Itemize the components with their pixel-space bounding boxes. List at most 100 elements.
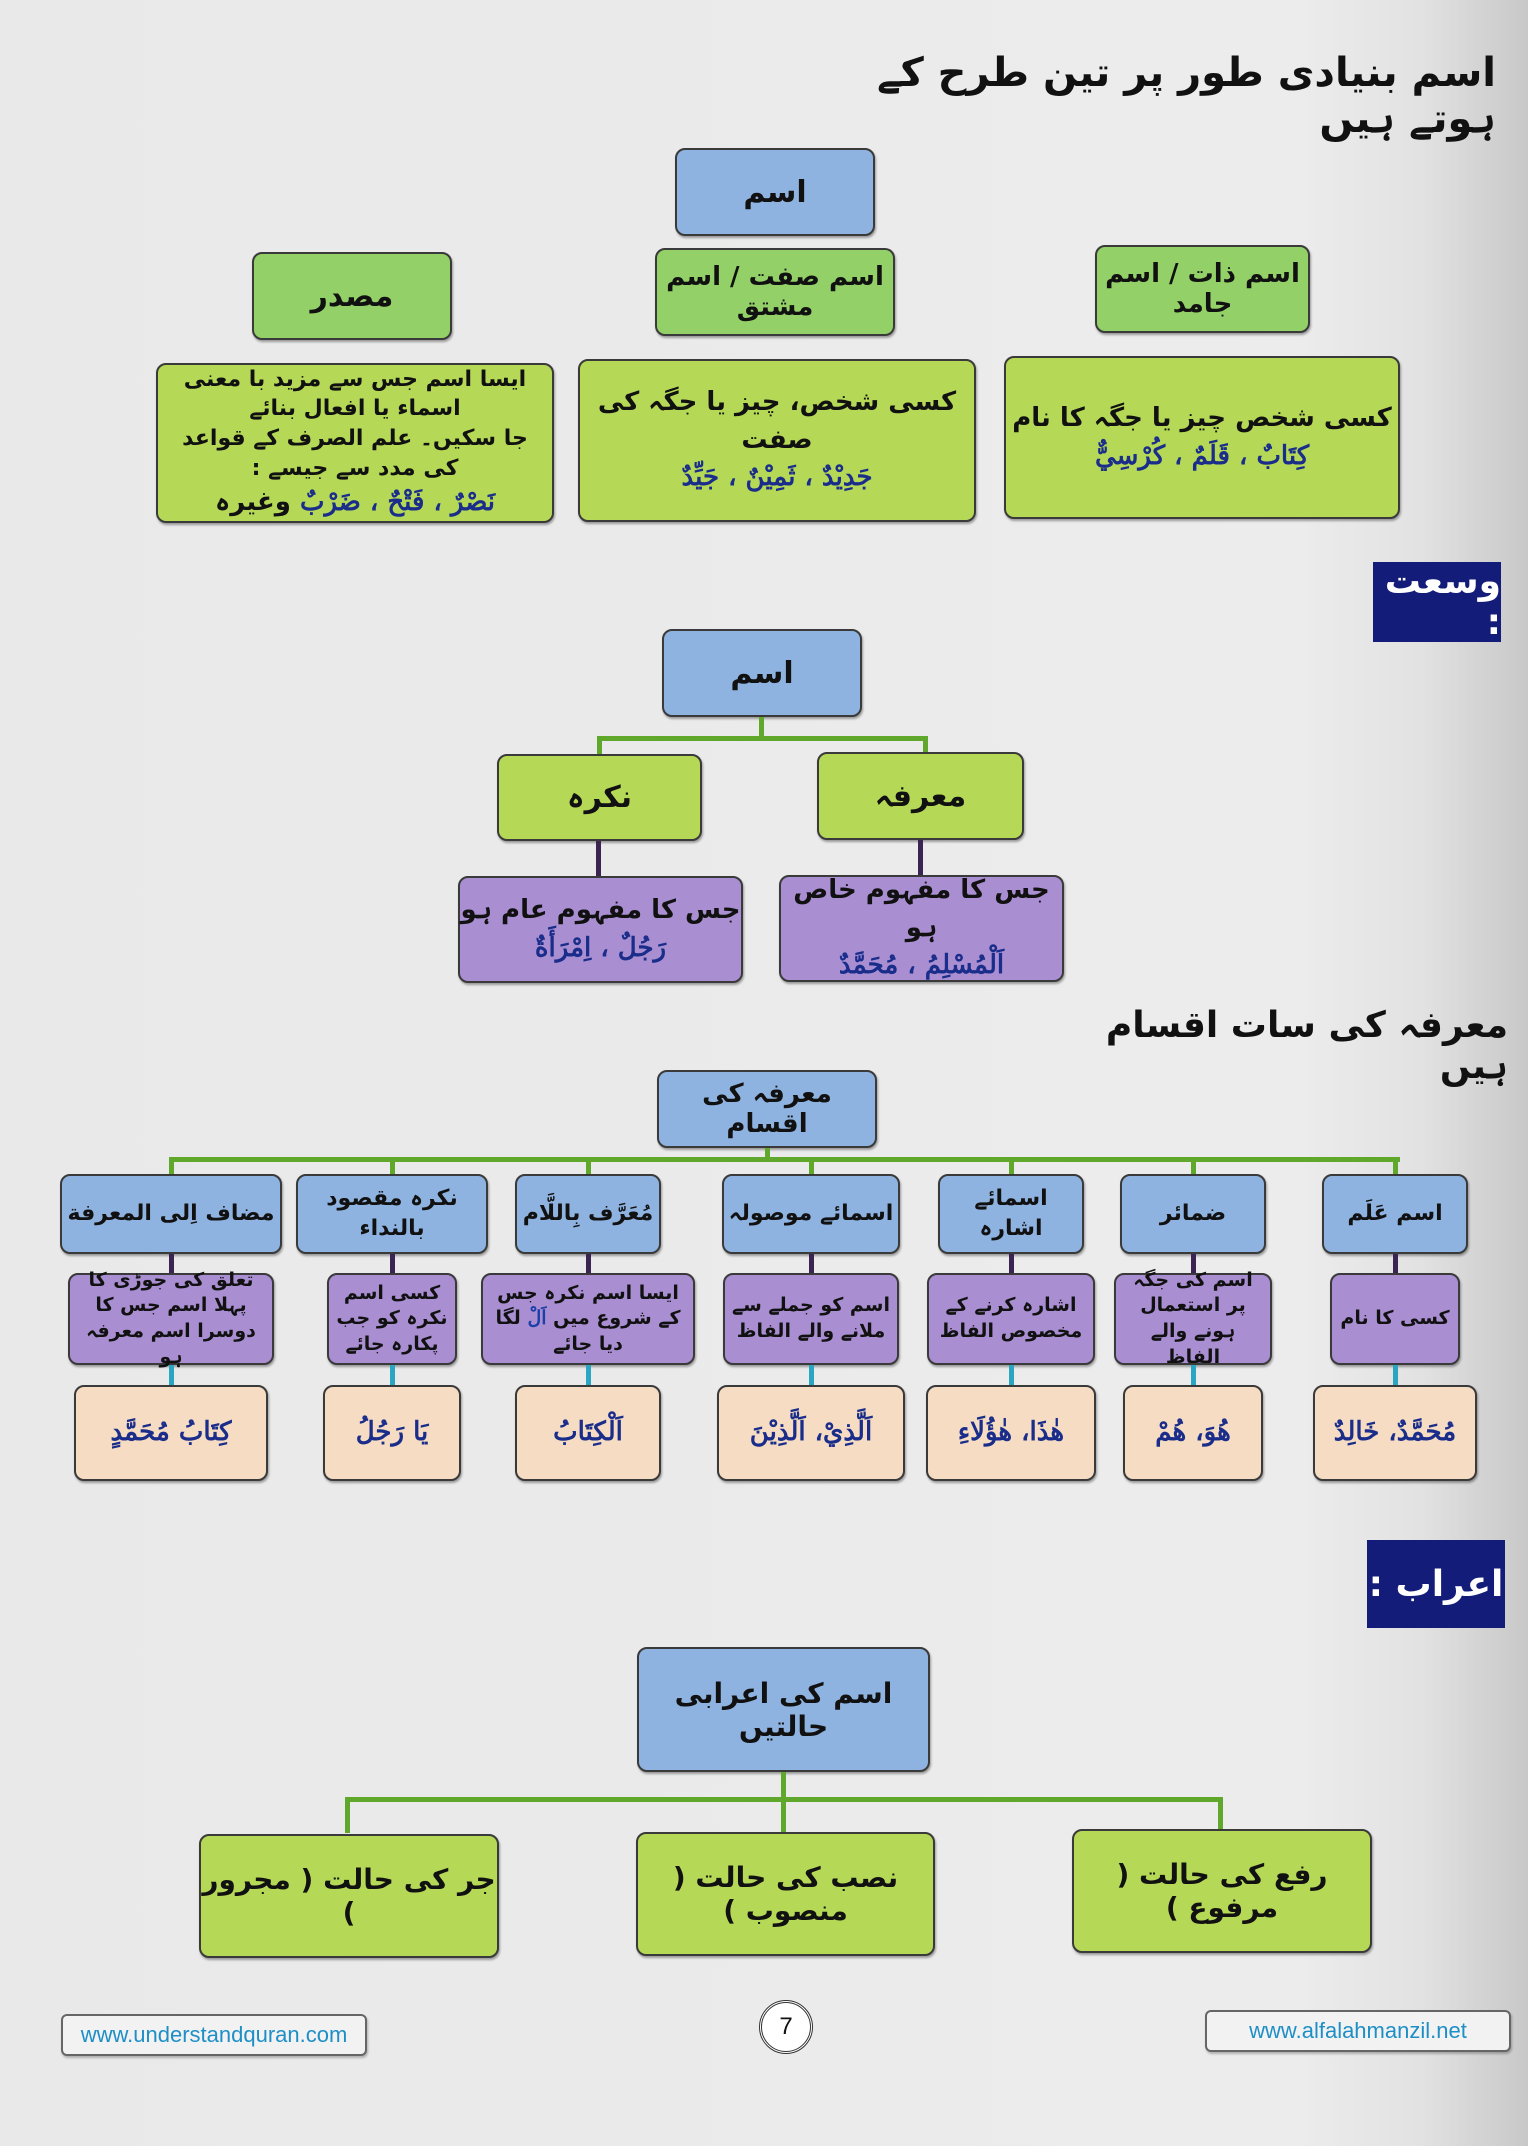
examples-text: رَجُلٌ ، اِمْرَأَةٌ	[534, 932, 667, 963]
connector	[586, 1157, 591, 1177]
connector	[169, 1365, 174, 1387]
connector	[390, 1365, 395, 1387]
case-box-marfu: رفع کی حالت ( مرفوع )	[1072, 1829, 1372, 1953]
branch-box-marifah: معرفہ	[817, 752, 1024, 840]
section4-root-label: اسم کی اعرابی حالتیں	[674, 1676, 893, 1743]
footer-left-url[interactable]: www.understandquran.com	[61, 2014, 367, 2056]
desc-text: تعلق کی جوڑی کا پہلا اسم جس کا دوسرا اسم…	[86, 1268, 256, 1368]
type-box-ism-sifat: اسم صفت / اسم مشتق	[655, 248, 895, 336]
connector	[918, 840, 923, 876]
connector	[1191, 1254, 1196, 1276]
marifah-type-desc-asma-isharah: اشارہ کرنے کے مخصوص الفاظ	[927, 1273, 1095, 1365]
type-title: اسم صفت / اسم مشتق	[666, 262, 884, 322]
section4-label: اعراب :	[1367, 1540, 1505, 1628]
branch-desc-marifah: جس کا مفہوم خاص ہو اَلْمُسْلِمُ ، مُحَمَ…	[779, 875, 1064, 982]
connector	[586, 1254, 591, 1276]
connector	[169, 1157, 174, 1177]
marifah-type-desc-mudaf-ilal-marifah: تعلق کی جوڑی کا پہلا اسم جس کا دوسرا اسم…	[68, 1269, 274, 1368]
desc-text: کسی شخص، چیز یا جگہ کی صفت	[597, 386, 957, 455]
example-text: هٰذَا، هٰؤُلَاءِ	[957, 1417, 1065, 1448]
marifah-type-desc-zamair: اسم کی جگہ پر استعمال ہونے والے الفاظ	[1114, 1269, 1272, 1368]
connector	[809, 1365, 814, 1387]
desc-text-post: لگا دیا جائے	[495, 1307, 623, 1355]
examples-text: نَصْرٌ ، فَتْحٌ ، ضَرْبٌ	[299, 486, 496, 517]
marifah-type-desc-muarraf-billam: ایسا اسم نکرہ جس کے شروع میں اَلْ لگا دی…	[481, 1273, 695, 1365]
connector	[781, 1797, 786, 1833]
case-title: رفع کی حالت ( مرفوع )	[1116, 1858, 1328, 1924]
desc-text: کسی اسم نکرہ کو جب پکارہ جائے	[336, 1281, 448, 1355]
type-title: نکرہ مقصود بالنداء	[326, 1186, 458, 1241]
marifah-type-title-nakirah-maqsudah: نکرہ مقصود بالنداء	[296, 1174, 488, 1254]
marifah-type-example-nakirah-maqsudah: يَا رَجُلُ	[323, 1385, 461, 1481]
desc-text: ایسا اسم نکرہ جس کے شروع میں	[497, 1281, 681, 1330]
desc-box-masdar: ایسا اسم جس سے مزید با معنی اسماء یا افع…	[156, 363, 554, 523]
case-title: نصب کی حالت ( منصوب )	[672, 1861, 899, 1927]
marifah-type-title-asma-isharah: اسمائے اشارہ	[938, 1174, 1084, 1254]
connector	[1218, 1797, 1223, 1831]
section2-label: وسعت :	[1373, 561, 1501, 643]
desc-text: جس کا مفہوم خاص ہو	[793, 874, 1050, 943]
type-title: اسمائے موصولہ	[728, 1201, 894, 1227]
connector	[923, 736, 928, 754]
example-text: هُوَ، هُمْ	[1155, 1417, 1231, 1448]
case-box-majrur: جر کی حالت ( مجرور )	[199, 1834, 499, 1958]
branch-title: معرفہ	[874, 778, 967, 814]
section3-heading: معرفہ کی سات اقسام ہیں	[1105, 1005, 1508, 1087]
case-title: جر کی حالت ( مجرور )	[202, 1863, 496, 1929]
type-title: ضمائر	[1159, 1201, 1227, 1227]
marifah-type-desc-asma-mausulah: اسم کو جملے سے ملانے والے الفاظ	[723, 1273, 899, 1365]
branch-desc-nakirah: جس کا مفہوم عام ہو رَجُلٌ ، اِمْرَأَةٌ	[458, 876, 743, 983]
example-text: يَا رَجُلُ	[355, 1417, 429, 1448]
marifah-type-example-asma-isharah: هٰذَا، هٰؤُلَاءِ	[926, 1385, 1096, 1481]
connector	[169, 1157, 1400, 1162]
connector	[1393, 1365, 1398, 1387]
desc-text: کسی شخص چیز یا جگہ کا نام	[1012, 402, 1392, 433]
connector	[1191, 1365, 1196, 1387]
connector	[345, 1797, 350, 1833]
marifah-type-example-mudaf-ilal-marifah: كِتَابُ مُحَمَّدٍ	[74, 1385, 268, 1481]
connector	[781, 1772, 786, 1800]
section3-root-box: معرفہ کی اقسام	[657, 1070, 877, 1148]
connector	[597, 736, 602, 754]
section2-root-label: اسم	[730, 655, 794, 691]
examples-text: اَلْمُسْلِمُ ، مُحَمَّدٌ	[838, 950, 1005, 981]
marifah-type-title-asma-mausulah: اسمائے موصولہ	[722, 1174, 900, 1254]
desc-line-1: ایسا اسم جس سے مزید با معنی اسماء یا افع…	[183, 366, 527, 422]
desc-text: جس کا مفہوم عام ہو	[460, 894, 741, 925]
marifah-type-example-asma-mausulah: اَلَّذِيْ، اَلَّذِيْنَ	[717, 1385, 905, 1481]
examples-text: کِتَابٌ ، قَلَمٌ ، كُرْسِيٌّ	[1094, 440, 1310, 471]
example-text: كِتَابُ مُحَمَّدٍ	[110, 1417, 232, 1448]
example-text: اَلَّذِيْ، اَلَّذِيْنَ	[749, 1417, 873, 1448]
examples-text: جَدِيْدٌ ، ثَمِيْنٌ ، جَيِّدٌ	[681, 462, 873, 493]
connector	[765, 1148, 770, 1160]
marifah-type-desc-ism-alam: کسی کا نام	[1330, 1273, 1460, 1365]
desc-text: کسی کا نام	[1340, 1307, 1450, 1330]
marifah-type-example-muarraf-billam: اَلْكِتَابُ	[515, 1385, 661, 1481]
desc-highlight: اَلْ	[527, 1307, 547, 1330]
type-title: مضاف اِلی المعرفة	[67, 1201, 275, 1227]
example-text: اَلْكِتَابُ	[553, 1417, 623, 1448]
type-box-ism-zaat: اسم ذات / اسم جامد	[1095, 245, 1310, 333]
type-box-masdar: مصدر	[252, 252, 452, 340]
connector	[169, 1254, 174, 1276]
footer-right-url[interactable]: www.alfalahmanzil.net	[1205, 2010, 1511, 2052]
connector	[390, 1254, 395, 1276]
page-number: 7	[779, 2013, 793, 2040]
type-title: اسم عَلَم	[1347, 1201, 1443, 1227]
marifah-type-example-ism-alam: مُحَمَّدٌ، خَالِدٌ	[1313, 1385, 1477, 1481]
desc-line-2: جا سکیں۔ علم الصرف کے قواعد کی مدد سے جی…	[182, 426, 528, 481]
desc-box-ism-sifat: کسی شخص، چیز یا جگہ کی صفت جَدِيْدٌ ، ثَ…	[578, 359, 976, 522]
section1-heading: اسم بنیادی طور پر تین طرح کے ہوتے ہیں	[877, 50, 1496, 142]
type-title: اسم ذات / اسم جامد	[1105, 259, 1300, 319]
marifah-type-title-muarraf-billam: مُعَرَّف بِاللَّام	[515, 1174, 661, 1254]
marifah-type-title-zamair: ضمائر	[1120, 1174, 1266, 1254]
type-title: مُعَرَّف بِاللَّام	[522, 1201, 654, 1227]
marifah-type-title-mudaf-ilal-marifah: مضاف اِلی المعرفة	[60, 1174, 282, 1254]
connector	[1009, 1157, 1014, 1177]
example-text: مُحَمَّدٌ، خَالِدٌ	[1333, 1417, 1457, 1448]
section3-root-label: معرفہ کی اقسام	[702, 1079, 832, 1139]
connector	[1009, 1365, 1014, 1387]
section4-root-box: اسم کی اعرابی حالتیں	[637, 1647, 930, 1772]
connector	[759, 717, 764, 739]
connector	[597, 736, 928, 741]
